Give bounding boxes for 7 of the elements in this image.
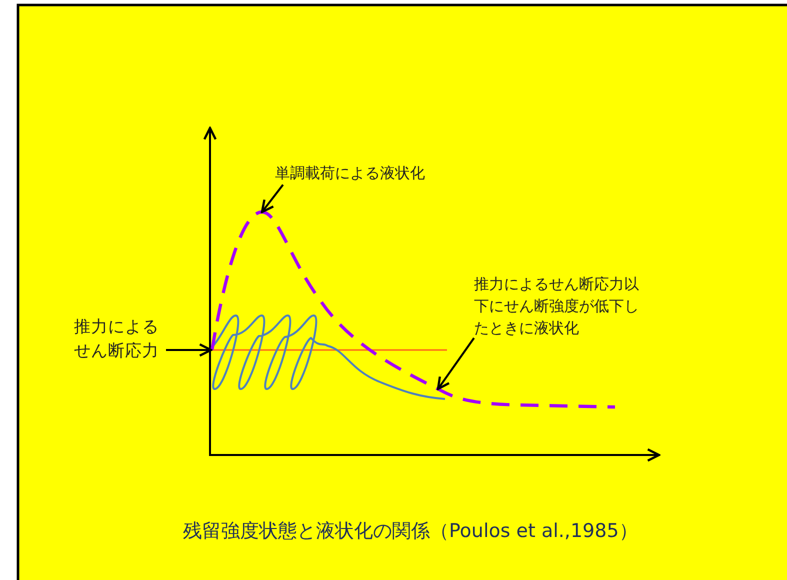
annotation-text: 推力によるせん断応力以下にせん断強度が低下したときに液状化 — [474, 274, 640, 338]
leader-arrow — [260, 184, 284, 214]
leader-arrow — [436, 337, 475, 390]
annotation-text: 推力によるせん断応力 — [74, 316, 160, 362]
annotation-text: 単調載荷による液状化 — [275, 163, 426, 184]
caption: 残留強度状態と液状化の関係（Poulos et al.,1985） — [183, 519, 638, 544]
leader-arrow — [166, 343, 212, 357]
